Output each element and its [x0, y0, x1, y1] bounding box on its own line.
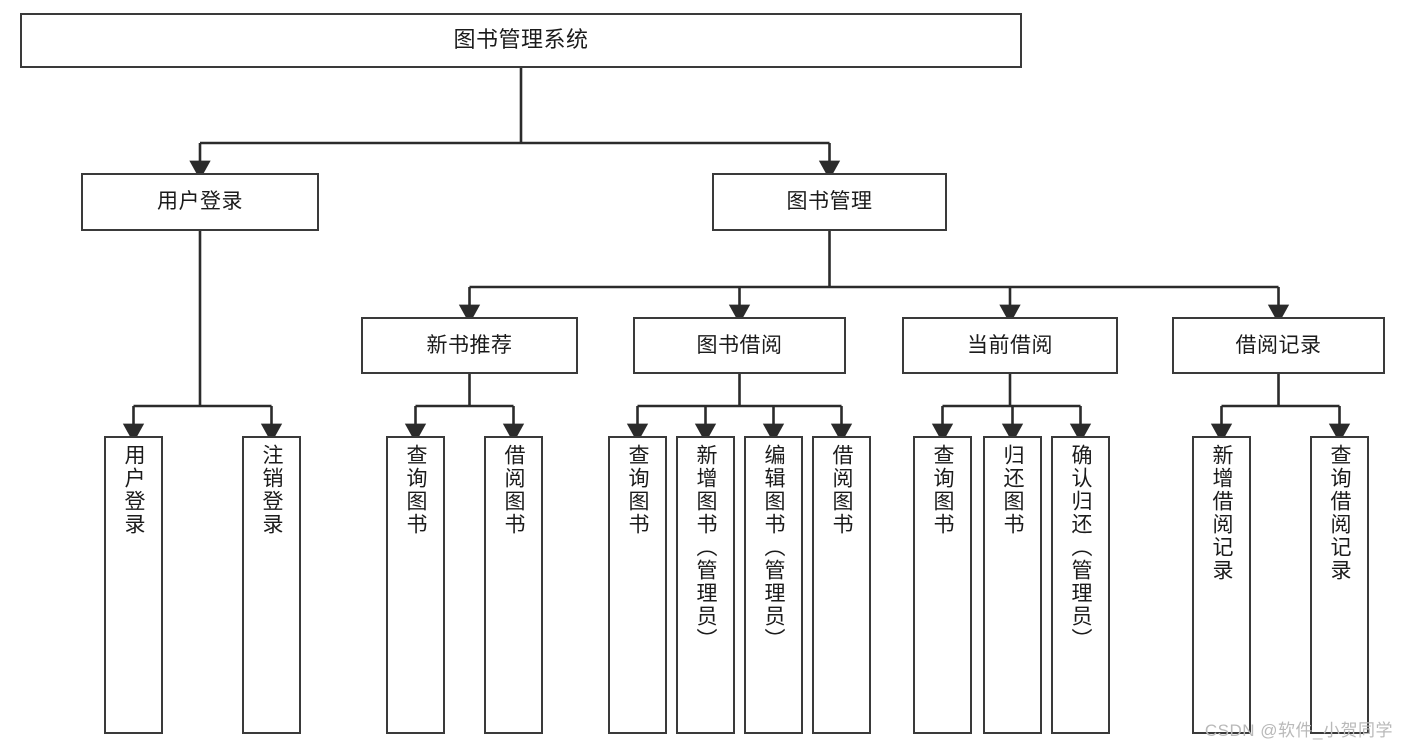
node-label-leaf-cb-query: 查询图书 [931, 444, 954, 536]
node-current-borrow[interactable]: 当前借阅 [902, 317, 1118, 374]
node-label-leaf-bb-add: 新增图书（管理员） [694, 444, 717, 651]
node-label-root: 图书管理系统 [453, 27, 589, 53]
node-label-leaf-br-query: 查询借阅记录 [1328, 444, 1351, 582]
node-label-leaf-cb-return: 归还图书 [1001, 444, 1024, 536]
node-user-login[interactable]: 用户登录 [81, 173, 319, 231]
node-leaf-bb-query[interactable]: 查询图书 [608, 436, 667, 734]
node-leaf-user-logout[interactable]: 注销登录 [242, 436, 301, 734]
node-label-leaf-user-logout: 注销登录 [260, 444, 283, 536]
node-label-borrow-record: 借阅记录 [1235, 333, 1322, 357]
node-leaf-user-login[interactable]: 用户登录 [104, 436, 163, 734]
node-leaf-bb-borrow[interactable]: 借阅图书 [812, 436, 871, 734]
node-leaf-cb-confirm[interactable]: 确认归还（管理员） [1051, 436, 1110, 734]
watermark: CSDN @软件_小贺同学 [1204, 721, 1393, 740]
node-leaf-bb-edit[interactable]: 编辑图书（管理员） [744, 436, 803, 734]
node-label-leaf-rec-borrow: 借阅图书 [502, 444, 525, 536]
node-book-borrow[interactable]: 图书借阅 [633, 317, 846, 374]
node-label-leaf-rec-query: 查询图书 [404, 444, 427, 536]
node-label-leaf-bb-edit: 编辑图书（管理员） [762, 444, 785, 651]
node-leaf-cb-query[interactable]: 查询图书 [913, 436, 972, 734]
node-root[interactable]: 图书管理系统 [20, 13, 1022, 68]
node-label-new-book-rec: 新书推荐 [426, 333, 513, 357]
node-leaf-rec-query[interactable]: 查询图书 [386, 436, 445, 734]
node-leaf-bb-add[interactable]: 新增图书（管理员） [676, 436, 735, 734]
node-label-leaf-br-add: 新增借阅记录 [1210, 444, 1233, 582]
node-leaf-br-add[interactable]: 新增借阅记录 [1192, 436, 1251, 734]
node-label-book-manage: 图书管理 [786, 190, 873, 214]
node-label-leaf-bb-query: 查询图书 [626, 444, 649, 536]
node-label-user-login: 用户登录 [157, 190, 243, 214]
node-label-leaf-bb-borrow: 借阅图书 [830, 444, 853, 536]
node-leaf-rec-borrow[interactable]: 借阅图书 [484, 436, 543, 734]
node-label-book-borrow: 图书借阅 [696, 333, 783, 357]
node-label-leaf-cb-confirm: 确认归还（管理员） [1069, 444, 1092, 651]
node-leaf-br-query[interactable]: 查询借阅记录 [1310, 436, 1369, 734]
node-book-manage[interactable]: 图书管理 [712, 173, 947, 231]
node-borrow-record[interactable]: 借阅记录 [1172, 317, 1385, 374]
node-label-current-borrow: 当前借阅 [967, 333, 1053, 357]
node-label-leaf-user-login: 用户登录 [122, 444, 145, 536]
node-leaf-cb-return[interactable]: 归还图书 [983, 436, 1042, 734]
node-new-book-rec[interactable]: 新书推荐 [361, 317, 578, 374]
